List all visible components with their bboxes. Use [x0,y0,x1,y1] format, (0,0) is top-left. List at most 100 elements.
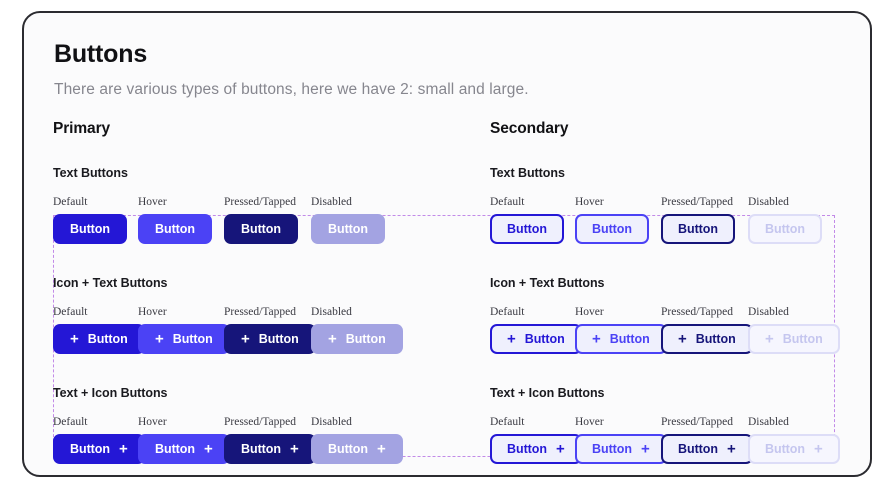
button-label: Button [258,332,299,346]
state-cell-disabled: Disabled Button [748,196,822,244]
state-row: Default + Button Hover + Button Pressed/… [490,306,840,358]
state-label: Pressed/Tapped [224,196,297,208]
primary-text-button-default[interactable]: Button [53,214,127,244]
secondary-column-title: Secondary [490,120,569,137]
button-label: Button [328,222,368,236]
button-label: Button [695,332,736,346]
state-cell-disabled: Disabled Button + [311,416,403,464]
plus-icon: + [70,330,79,347]
secondary-text-buttons-group: Text Buttons Default Button Hover Button… [490,166,822,248]
state-label: Hover [138,306,167,318]
group-title: Text + Icon Buttons [53,386,168,400]
secondary-text-icon-button-pressed[interactable]: Button + [661,434,753,464]
page-subtitle: There are various types of buttons, here… [54,81,529,98]
state-cell-pressed: Pressed/Tapped Button [661,196,735,244]
button-label: Button [782,332,823,346]
button-label: Button [592,222,632,236]
group-title: Text Buttons [53,166,128,180]
state-cell-hover: Hover + Button [575,306,667,354]
primary-text-icon-buttons-group: Text + Icon Buttons Default Button + Hov… [53,386,403,468]
group-title: Text Buttons [490,166,565,180]
state-label: Pressed/Tapped [224,306,297,318]
button-label: Button [172,332,213,346]
secondary-text-icon-button-hover[interactable]: Button + [575,434,667,464]
primary-text-button-hover[interactable]: Button [138,214,212,244]
plus-icon: + [155,330,164,347]
state-label: Pressed/Tapped [661,196,734,208]
secondary-text-button-default[interactable]: Button [490,214,564,244]
state-row: Default Button Hover Button Pressed/Tapp… [490,196,822,248]
secondary-text-button-hover[interactable]: Button [575,214,649,244]
primary-column: Primary Text Buttons Default Button Hove… [53,120,403,475]
state-label: Hover [575,416,604,428]
group-title: Icon + Text Buttons [53,276,168,290]
secondary-icon-text-button-pressed[interactable]: + Button [661,324,753,354]
state-cell-disabled: Disabled + Button [311,306,403,354]
primary-text-icon-button-default[interactable]: Button + [53,434,145,464]
plus-icon: + [640,440,650,457]
state-cell-pressed: Pressed/Tapped Button + [661,416,753,464]
secondary-icon-text-button-disabled: + Button [748,324,840,354]
state-label: Disabled [311,306,352,318]
state-cell-default: Default + Button [53,306,145,354]
button-label: Button [765,222,805,236]
plus-icon: + [555,440,565,457]
primary-icon-text-button-default[interactable]: + Button [53,324,145,354]
state-label: Default [53,196,88,208]
plus-icon: + [507,330,516,347]
button-label: Button [678,222,718,236]
primary-text-button-pressed[interactable]: Button [224,214,298,244]
state-cell-default: Default + Button [490,306,582,354]
state-cell-pressed: Pressed/Tapped Button [224,196,298,244]
plus-icon: + [118,440,128,457]
state-label: Hover [575,306,604,318]
group-title: Text + Icon Buttons [490,386,605,400]
state-row: Default Button + Hover Button + Pressed/… [53,416,403,468]
state-label: Disabled [748,196,789,208]
secondary-icon-text-button-hover[interactable]: + Button [575,324,667,354]
buttons-showcase-card: Buttons There are various types of butto… [22,11,872,477]
secondary-text-button-pressed[interactable]: Button [661,214,735,244]
group-title: Icon + Text Buttons [490,276,605,290]
primary-icon-text-button-hover[interactable]: + Button [138,324,230,354]
button-label: Button [328,442,368,456]
state-cell-hover: Hover Button [575,196,649,244]
secondary-icon-text-buttons-group: Icon + Text Buttons Default + Button Hov… [490,276,840,358]
state-label: Hover [138,196,167,208]
button-label: Button [524,332,565,346]
state-label: Default [53,416,88,428]
state-row: Default Button Hover Button Pressed/Tapp… [53,196,385,248]
state-cell-hover: Hover Button + [138,416,230,464]
state-row: Default + Button Hover + Button Pressed/… [53,306,403,358]
state-label: Pressed/Tapped [224,416,297,428]
button-label: Button [507,442,547,456]
button-label: Button [345,332,386,346]
plus-icon: + [678,330,687,347]
state-cell-hover: Hover Button [138,196,212,244]
state-cell-hover: Hover + Button [138,306,230,354]
secondary-text-icon-button-default[interactable]: Button + [490,434,582,464]
button-label: Button [70,222,110,236]
primary-icon-text-button-pressed[interactable]: + Button [224,324,316,354]
button-label: Button [241,442,281,456]
button-label: Button [678,442,718,456]
plus-icon: + [765,330,774,347]
button-label: Button [507,222,547,236]
secondary-icon-text-button-default[interactable]: + Button [490,324,582,354]
button-label: Button [87,332,128,346]
state-label: Disabled [748,306,789,318]
state-cell-hover: Hover Button + [575,416,667,464]
button-label: Button [155,442,195,456]
state-label: Pressed/Tapped [661,306,734,318]
primary-text-icon-button-pressed[interactable]: Button + [224,434,316,464]
state-label: Hover [138,416,167,428]
state-cell-pressed: Pressed/Tapped + Button [661,306,753,354]
primary-text-icon-button-hover[interactable]: Button + [138,434,230,464]
primary-text-icon-button-disabled: Button + [311,434,403,464]
button-label: Button [592,442,632,456]
state-label: Pressed/Tapped [661,416,734,428]
primary-icon-text-button-disabled: + Button [311,324,403,354]
plus-icon: + [376,440,386,457]
state-label: Hover [575,196,604,208]
primary-icon-text-buttons-group: Icon + Text Buttons Default + Button Hov… [53,276,403,358]
